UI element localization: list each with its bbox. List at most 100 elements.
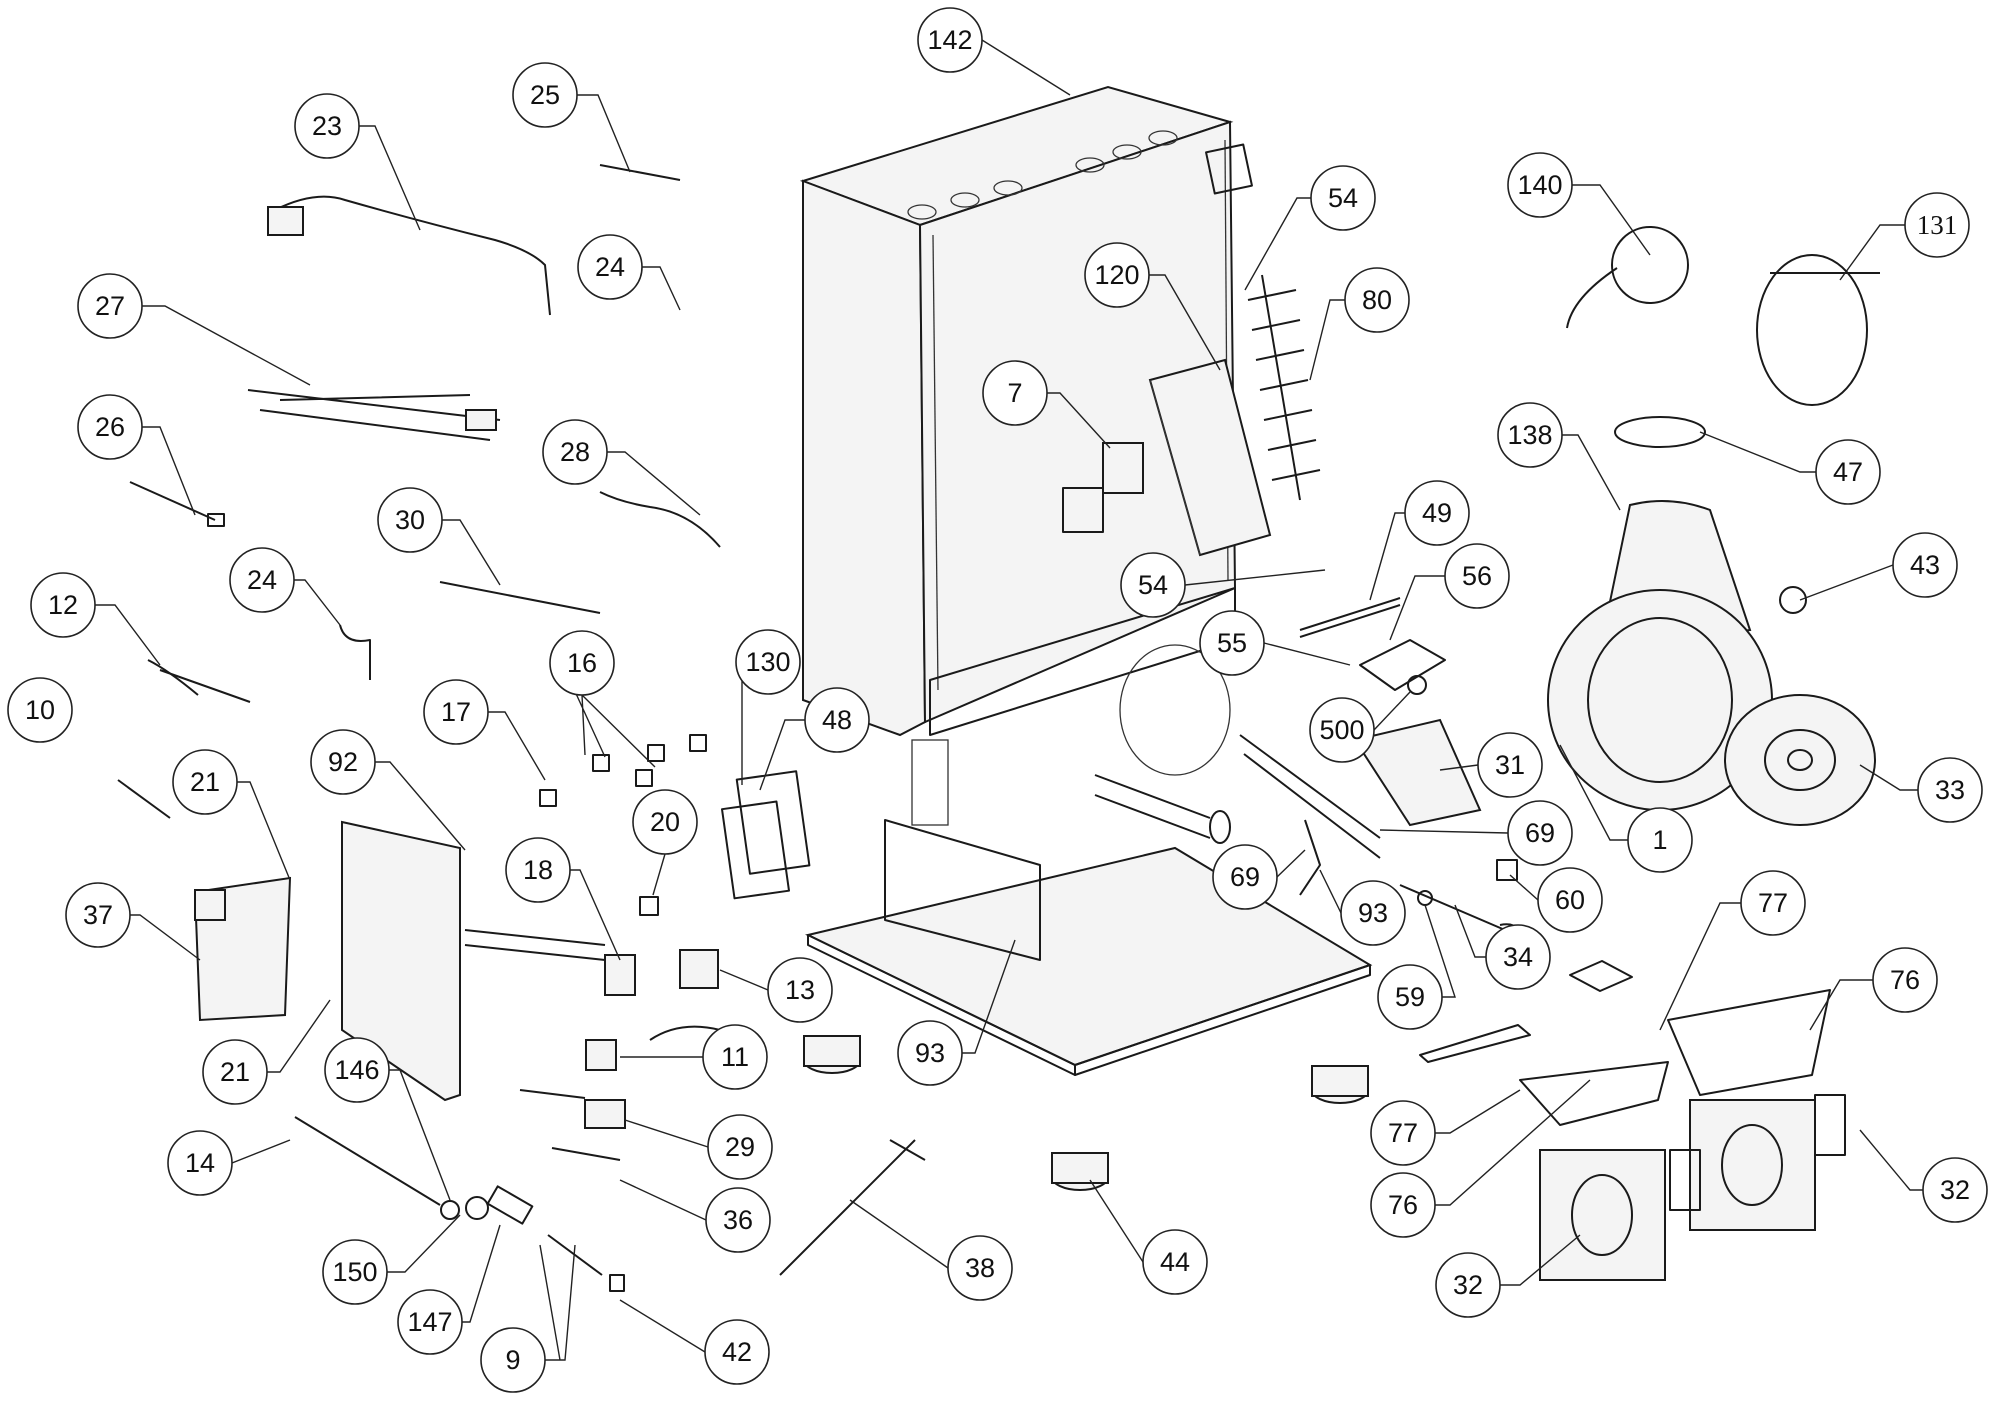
callout-label: 77: [1388, 1118, 1418, 1148]
leader-line: [962, 939, 1016, 1054]
leader-line: [1839, 224, 1905, 281]
callout-77-second: 77: [1370, 1100, 1436, 1166]
callout-92: 92: [310, 729, 376, 795]
callout-label: 54: [1138, 570, 1168, 600]
callout-142: 142: [917, 7, 983, 73]
callout-label: 32: [1453, 1270, 1483, 1300]
callout-label: 140: [1517, 170, 1562, 200]
leader-line: [359, 125, 421, 231]
leader-line: [1699, 431, 1816, 473]
callout-21: 21: [172, 749, 238, 815]
leader-line: [719, 969, 769, 991]
callout-label: 500: [1319, 715, 1364, 745]
callout-label: 1: [1652, 825, 1667, 855]
callout-500: 500: [1309, 697, 1375, 763]
callout-label: 28: [560, 437, 590, 467]
leader-line: [130, 914, 201, 961]
callout-label: 36: [723, 1205, 753, 1235]
callout-76-second: 76: [1370, 1172, 1436, 1238]
callout-77: 77: [1740, 870, 1806, 936]
callout-label: 60: [1555, 885, 1585, 915]
leader-line: [1089, 1179, 1144, 1263]
leader-line: [231, 1139, 291, 1164]
callout-54-second: 54: [1120, 552, 1186, 618]
leader-line: [1379, 829, 1509, 834]
callout-label: 146: [334, 1055, 379, 1085]
leader-line: [1500, 1234, 1581, 1286]
leader-line: [387, 1214, 461, 1273]
fan-assembly: [803, 960, 1846, 1281]
callout-54: 54: [1310, 165, 1376, 231]
callout-label: 30: [395, 505, 425, 535]
callout-label: 92: [328, 747, 358, 777]
leader-line: [1319, 869, 1342, 914]
leader-line: [1572, 184, 1651, 256]
callout-42: 42: [704, 1319, 770, 1385]
callout-label: 38: [965, 1253, 995, 1283]
callout-12: 12: [30, 572, 96, 638]
base-tray: [805, 819, 1373, 1076]
callout-label: 21: [190, 767, 220, 797]
leader-line: [1809, 979, 1873, 1031]
leader-line: [95, 604, 161, 666]
callout-label: 47: [1833, 457, 1863, 487]
leader-line: [442, 519, 501, 586]
callout-140: 140: [1507, 152, 1573, 218]
callout-10: 10: [7, 677, 73, 743]
callout-label: 29: [725, 1132, 755, 1162]
callout-69-second: 69: [1212, 844, 1278, 910]
callout-14: 14: [167, 1130, 233, 1196]
callout-56: 56: [1444, 543, 1510, 609]
leader-line: [1263, 642, 1351, 666]
callout-label: 24: [595, 252, 625, 282]
callout-130: 130: [735, 629, 801, 695]
callout-label: 37: [83, 900, 113, 930]
leader-line: [1562, 434, 1621, 511]
leader-line: [1244, 197, 1311, 291]
callout-138: 138: [1497, 402, 1563, 468]
callout-131: 131: [1904, 192, 1970, 258]
callout-25: 25: [512, 62, 578, 128]
leader-line: [1509, 874, 1539, 901]
leader-line: [619, 1179, 707, 1221]
leader-line: [1373, 691, 1411, 731]
callout-label: 24: [247, 565, 277, 595]
leader-line: [607, 451, 701, 516]
callout-26: 26: [77, 394, 143, 460]
leader-line: [389, 1069, 451, 1201]
callout-59: 59: [1377, 964, 1443, 1030]
leader-line: [1184, 569, 1326, 586]
callout-28: 28: [542, 419, 608, 485]
callout-30: 30: [377, 487, 443, 553]
callout-69: 69: [1507, 800, 1573, 866]
callout-label: 13: [785, 975, 815, 1005]
callout-11: 11: [702, 1024, 768, 1090]
callout-label: 9: [505, 1345, 520, 1375]
callout-47: 47: [1815, 439, 1881, 505]
leader-line: [488, 711, 546, 781]
callout-80: 80: [1344, 267, 1410, 333]
callout-label: 11: [721, 1042, 749, 1072]
callout-21-second: 21: [202, 1039, 268, 1105]
parts-artwork: [117, 85, 1880, 1292]
callout-label: 59: [1395, 982, 1425, 1012]
callout-24: 24: [577, 234, 643, 300]
callout-49: 49: [1404, 480, 1470, 546]
callout-55: 55: [1199, 610, 1265, 676]
callout-label: 20: [650, 807, 680, 837]
callout-36: 36: [705, 1187, 771, 1253]
callout-93-second: 93: [1340, 880, 1406, 946]
callout-38: 38: [947, 1235, 1013, 1301]
leader-line: [142, 305, 311, 386]
callout-31: 31: [1477, 732, 1543, 798]
callout-label: 131: [1917, 210, 1958, 240]
leader-line: [462, 1224, 501, 1323]
callout-43: 43: [1892, 532, 1958, 598]
callout-label: 93: [1358, 898, 1388, 928]
leader-line: [981, 39, 1071, 96]
callout-label: 17: [441, 697, 471, 727]
callout-label: 14: [185, 1148, 215, 1178]
callout-9: 9: [480, 1327, 546, 1393]
blower-assembly: [1547, 226, 1880, 826]
callout-label: 44: [1160, 1247, 1190, 1277]
